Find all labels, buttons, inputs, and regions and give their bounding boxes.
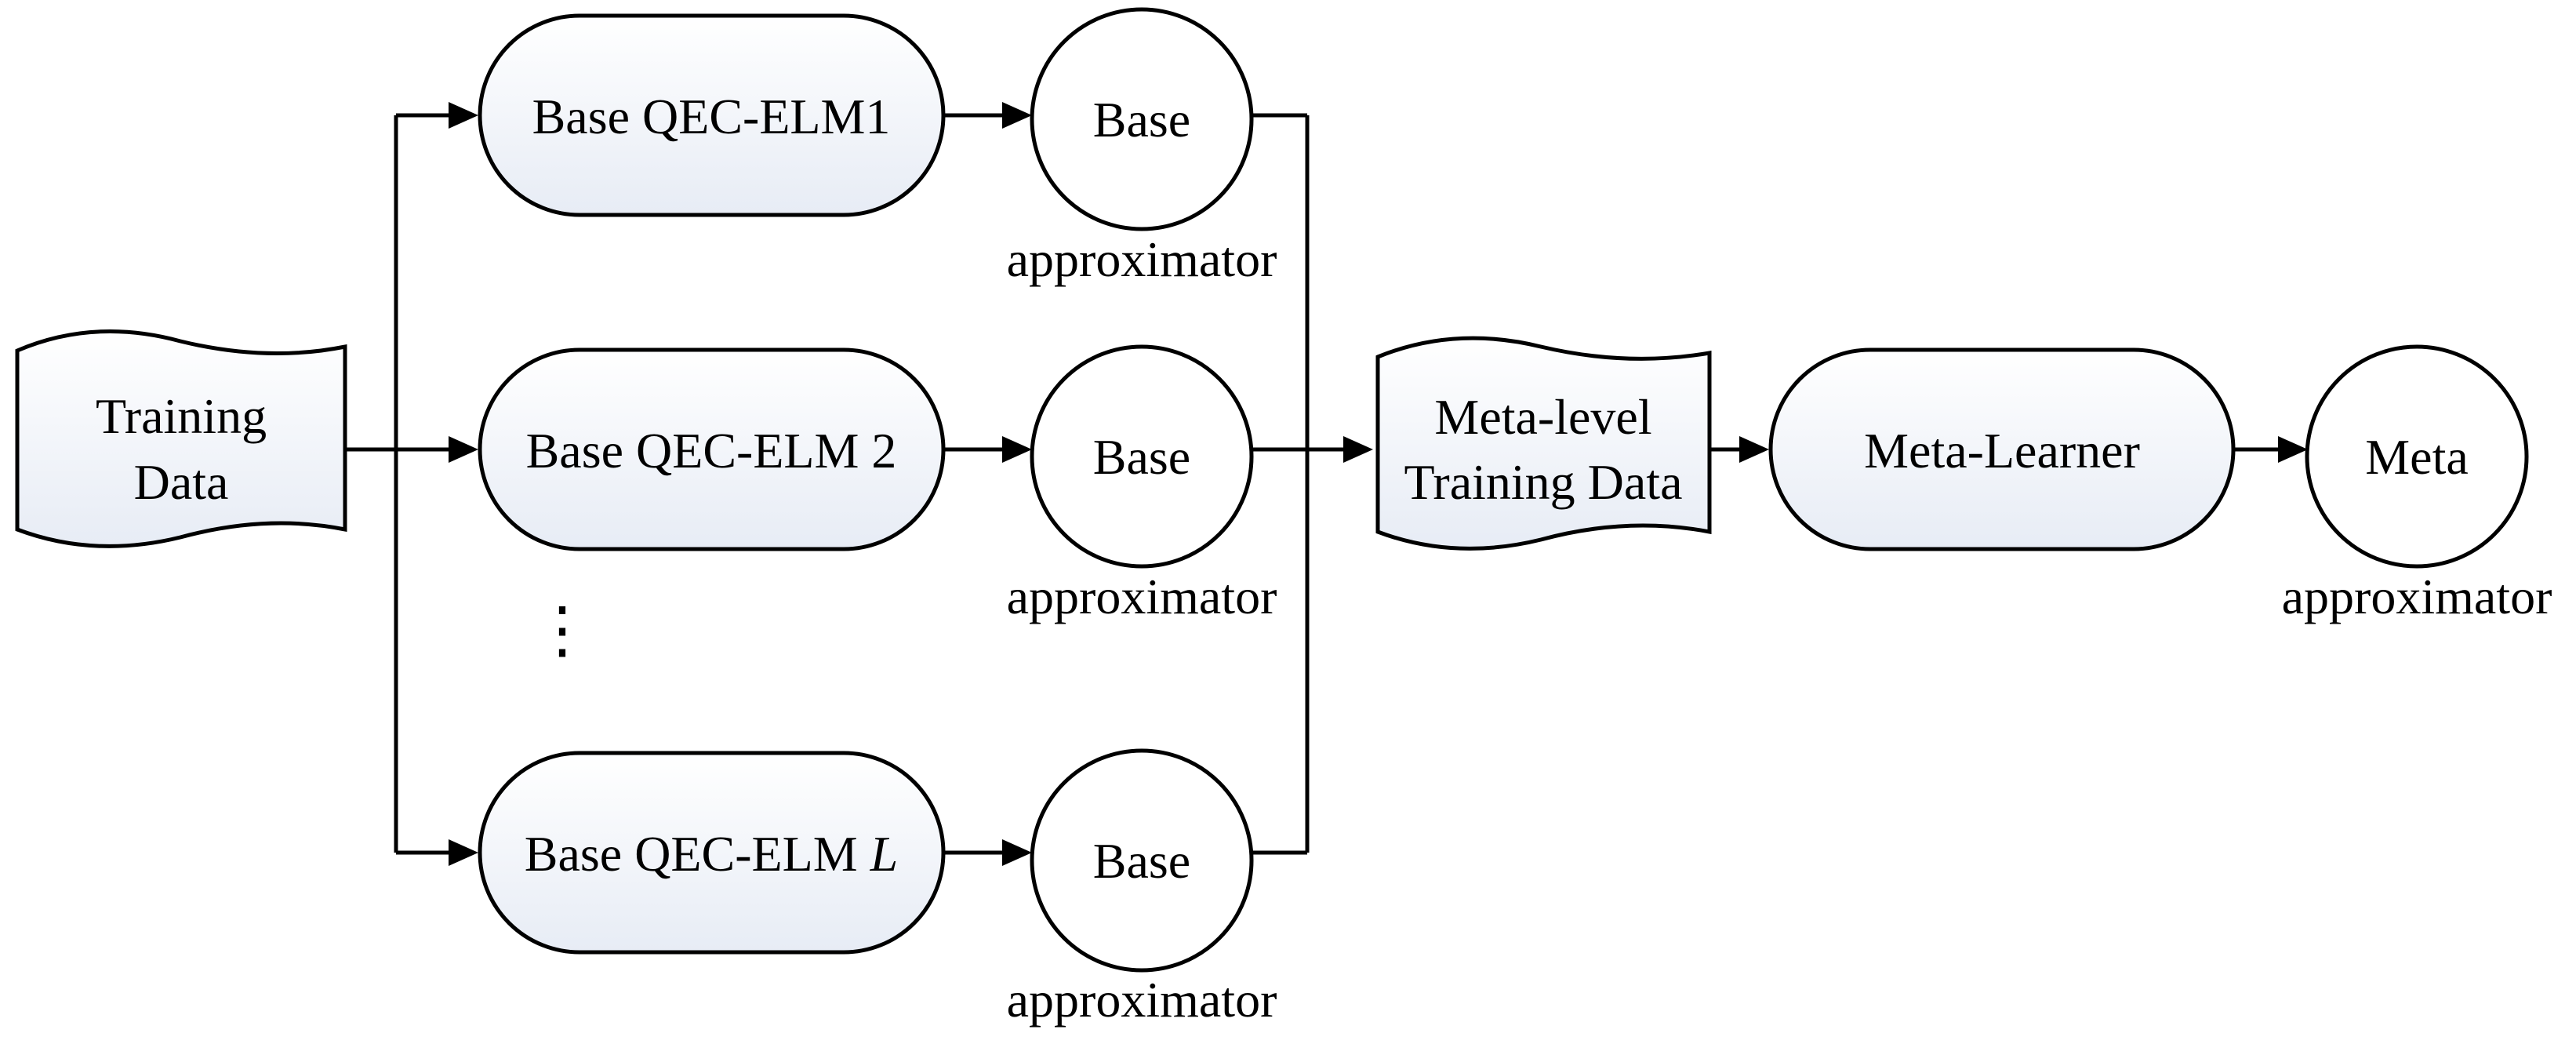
base-approximator-L-top: Base (1093, 833, 1190, 889)
base-approximator-L: Base approximator (1007, 748, 1277, 1028)
arrowheads (449, 102, 2308, 866)
base-approximator-L-circle (1030, 748, 1254, 973)
base-learner-2-shape (478, 347, 946, 551)
base-learner-L-shape (478, 751, 946, 955)
meta-approximator: Meta approximator (2282, 344, 2552, 624)
ellipsis: ⋮ (531, 596, 594, 665)
meta-approximator-caption: approximator (2282, 569, 2552, 624)
base-learner-2: Base QEC-ELM 2 (478, 347, 946, 551)
meta-approximator-circle (2305, 344, 2529, 569)
base-learner-L-label-text: Base QEC-ELM L (525, 826, 898, 882)
base-approximator-1-circle (1030, 7, 1254, 231)
training-data-shape (15, 329, 347, 548)
arrowhead-approx-2 (1002, 436, 1032, 463)
meta-training-data-shape (1375, 336, 1712, 551)
meta-training-data-line1: Meta-level (1434, 389, 1651, 445)
meta-approximator-top: Meta (2365, 429, 2469, 485)
arrowhead-base-1 (449, 102, 478, 129)
base-approximator-1-top: Base (1093, 92, 1190, 147)
base-learner-1: Base QEC-ELM1 (478, 13, 946, 217)
arrowhead-meta-data (1343, 436, 1373, 463)
training-data-line2: Data (134, 454, 229, 510)
arrowhead-meta-approx (2278, 436, 2308, 463)
arrowhead-base-2 (449, 436, 478, 463)
base-approximator-L-caption: approximator (1007, 972, 1277, 1028)
meta-learner-label: Meta-Learner (1864, 423, 2140, 478)
training-data-line1: Training (96, 388, 267, 444)
meta-learner-node: Meta-Learner (1768, 347, 2236, 551)
base-learner-1-shape (478, 13, 946, 217)
base-learner-L-label: Base QEC-ELM (525, 826, 870, 882)
base-approximator-2-caption: approximator (1007, 569, 1277, 624)
training-data-node: Training Data (15, 329, 347, 548)
arrowhead-approx-1 (1002, 102, 1032, 129)
base-learner-L-italic: L (870, 826, 899, 882)
base-approximator-1-caption: approximator (1007, 231, 1277, 287)
base-approximator-2: Base approximator (1007, 344, 1277, 624)
arrowhead-base-L (449, 839, 478, 866)
meta-training-data-node: Meta-level Training Data (1375, 336, 1712, 551)
meta-training-data-line2: Training Data (1404, 454, 1683, 510)
base-approximator-2-circle (1030, 344, 1254, 569)
base-learner-2-label: Base QEC-ELM 2 (526, 423, 897, 478)
base-learner-1-label: Base QEC-ELM1 (532, 89, 891, 144)
arrowhead-approx-L (1002, 839, 1032, 866)
base-approximator-2-top: Base (1093, 429, 1190, 485)
base-approximator-1: Base approximator (1007, 7, 1277, 287)
base-learner-L: Base QEC-ELM L (478, 751, 946, 955)
meta-learner-shape (1768, 347, 2236, 551)
arrowhead-meta-learner (1739, 436, 1769, 463)
